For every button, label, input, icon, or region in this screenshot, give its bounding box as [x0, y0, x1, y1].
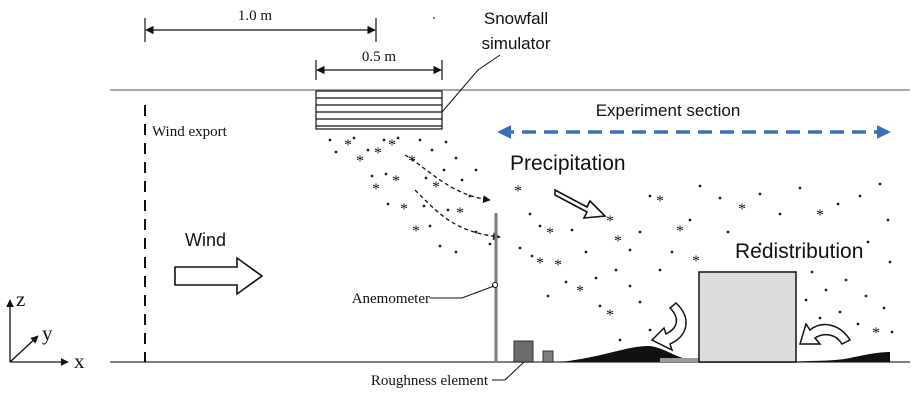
svg-text:*: * — [816, 207, 824, 224]
dimension-half-m-label: 0.5 m — [362, 49, 397, 65]
svg-text:*: * — [372, 181, 380, 198]
snowfall-simulator-label-1: Snowfall — [484, 9, 548, 28]
snow-trajectory-1 — [404, 154, 491, 203]
svg-text:*: * — [536, 255, 544, 272]
snow-drift-leeward — [796, 352, 890, 362]
axis-z-label: z — [16, 287, 25, 311]
snow-trajectory-2 — [414, 189, 501, 241]
obstacle-block — [698, 271, 797, 363]
snow-dots — [328, 136, 894, 342]
svg-text:*: * — [676, 223, 684, 240]
redistribution-label: Redistribution — [735, 240, 863, 263]
wind-label: Wind — [185, 230, 226, 250]
dimension-1m: 1.0 m — [144, 8, 377, 42]
svg-text:*: * — [576, 283, 584, 300]
svg-text:*: * — [606, 213, 614, 230]
anemometer-label: Anemometer — [352, 291, 430, 307]
snow-asterisks: *** *** *** *** *** *** *** *** * — [344, 137, 880, 342]
anemometer — [492, 213, 498, 362]
svg-text:*: * — [388, 137, 396, 154]
stray-dot — [433, 17, 435, 19]
roughness-element-large — [513, 340, 534, 363]
dimension-1m-label: 1.0 m — [238, 8, 273, 24]
dimension-half-m: 0.5 m — [315, 49, 443, 80]
roughness-element-label: Roughness element — [371, 373, 489, 389]
svg-text:*: * — [872, 325, 880, 342]
svg-text:*: * — [514, 183, 522, 200]
axis-x-label: x — [74, 349, 85, 373]
svg-text:*: * — [692, 253, 700, 270]
svg-text:*: * — [400, 201, 408, 218]
svg-text:*: * — [614, 233, 622, 250]
redistribution-curved-arrow-right-icon — [798, 322, 852, 345]
svg-text:*: * — [606, 307, 614, 324]
snowfall-simulator — [315, 90, 443, 130]
roughness-element-small — [542, 350, 554, 363]
svg-text:*: * — [456, 205, 464, 222]
coordinate-axes: z y x — [6, 287, 85, 373]
svg-text:*: * — [344, 137, 352, 154]
svg-text:*: * — [408, 153, 416, 170]
svg-text:*: * — [356, 153, 364, 170]
experiment-section-label: Experiment section — [596, 101, 741, 120]
snow-drift-windward — [560, 345, 690, 362]
floor-strip — [660, 358, 700, 362]
svg-text:*: * — [392, 173, 400, 190]
wind-export-label: Wind export — [152, 124, 228, 140]
svg-text:*: * — [374, 145, 382, 162]
anemometer-leader — [430, 285, 495, 299]
precipitation-arrow-icon — [554, 188, 607, 219]
svg-text:*: * — [554, 257, 562, 274]
snowfall-simulator-label-2: simulator — [482, 34, 551, 53]
svg-text:*: * — [656, 193, 664, 210]
svg-text:*: * — [738, 201, 746, 218]
redistribution-curved-arrow-left-icon — [650, 301, 687, 352]
roughness-element-leader — [492, 361, 525, 381]
svg-text:*: * — [546, 225, 554, 242]
precipitation-label: Precipitation — [510, 152, 626, 175]
svg-text:*: * — [432, 179, 440, 196]
wind-arrow-icon — [174, 256, 264, 296]
snowfall-simulator-leader — [441, 54, 501, 113]
svg-text:*: * — [412, 223, 420, 240]
axis-y-label: y — [42, 321, 53, 345]
